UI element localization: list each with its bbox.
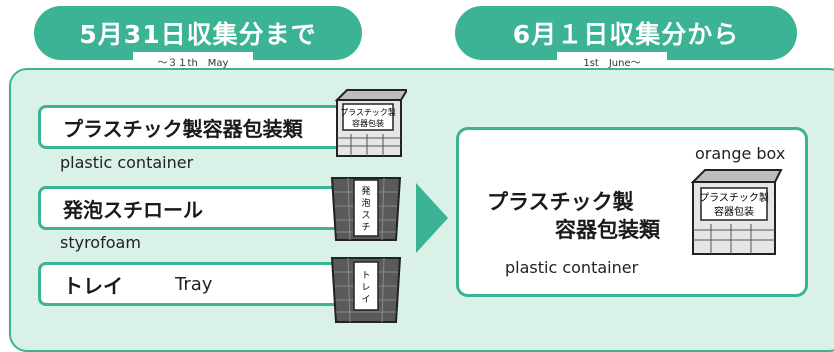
after-collection-box: orange box プラスチック製 容器包装類 plastic contain… bbox=[456, 127, 808, 297]
svg-text:イ: イ bbox=[361, 295, 370, 305]
svg-text:容器包装: 容器包装 bbox=[352, 118, 384, 128]
before-date-title: 5月31日収集分まで bbox=[79, 20, 317, 49]
collection-box-icon: プラスチック製 容器包装 bbox=[690, 169, 783, 255]
svg-text:発: 発 bbox=[361, 185, 370, 197]
svg-text:ス: ス bbox=[361, 211, 370, 221]
svg-text:チ: チ bbox=[361, 222, 370, 233]
after-title-line2: 容器包装類 bbox=[555, 218, 660, 242]
item-plastic-container: プラスチック製容器包装類 bbox=[38, 105, 383, 149]
svg-text:容器包装: 容器包装 bbox=[714, 205, 754, 218]
crate-icon: ト レ イ bbox=[330, 257, 402, 323]
after-date-title: 6月１日収集分から bbox=[512, 20, 740, 49]
item-tray-english: Tray bbox=[175, 273, 213, 295]
item-styrofoam: 発泡スチロール bbox=[38, 186, 383, 230]
svg-text:泡: 泡 bbox=[361, 197, 370, 209]
collection-box-icon: プラスチック製 容器包装 bbox=[334, 89, 407, 157]
svg-text:レ: レ bbox=[361, 283, 370, 293]
item-styrofoam-english: styrofoam bbox=[60, 233, 141, 252]
before-date-note: ～３１th May bbox=[133, 52, 253, 70]
svg-text:プラスチック製: プラスチック製 bbox=[699, 191, 769, 204]
orange-box-caption: orange box bbox=[695, 144, 786, 163]
after-date-note: 1st June～ bbox=[557, 52, 667, 70]
svg-text:ト: ト bbox=[361, 271, 370, 281]
crate-icon: 発 泡 ス チ bbox=[330, 177, 402, 241]
after-date-header: 6月１日収集分から bbox=[455, 6, 797, 60]
after-english-label: plastic container bbox=[505, 258, 639, 277]
item-tray-label: トレイ bbox=[63, 273, 123, 298]
item-styrofoam-label: 発泡スチロール bbox=[63, 197, 203, 222]
svg-text:プラスチック製: プラスチック製 bbox=[340, 107, 396, 117]
before-date-header: 5月31日収集分まで bbox=[34, 6, 362, 60]
item-plastic-label: プラスチック製容器包装類 bbox=[63, 116, 303, 141]
item-plastic-english: plastic container bbox=[60, 153, 194, 172]
arrow-right-icon bbox=[416, 183, 448, 253]
after-title-line1: プラスチック製 bbox=[487, 190, 634, 214]
item-tray: トレイ Tray bbox=[38, 262, 383, 306]
